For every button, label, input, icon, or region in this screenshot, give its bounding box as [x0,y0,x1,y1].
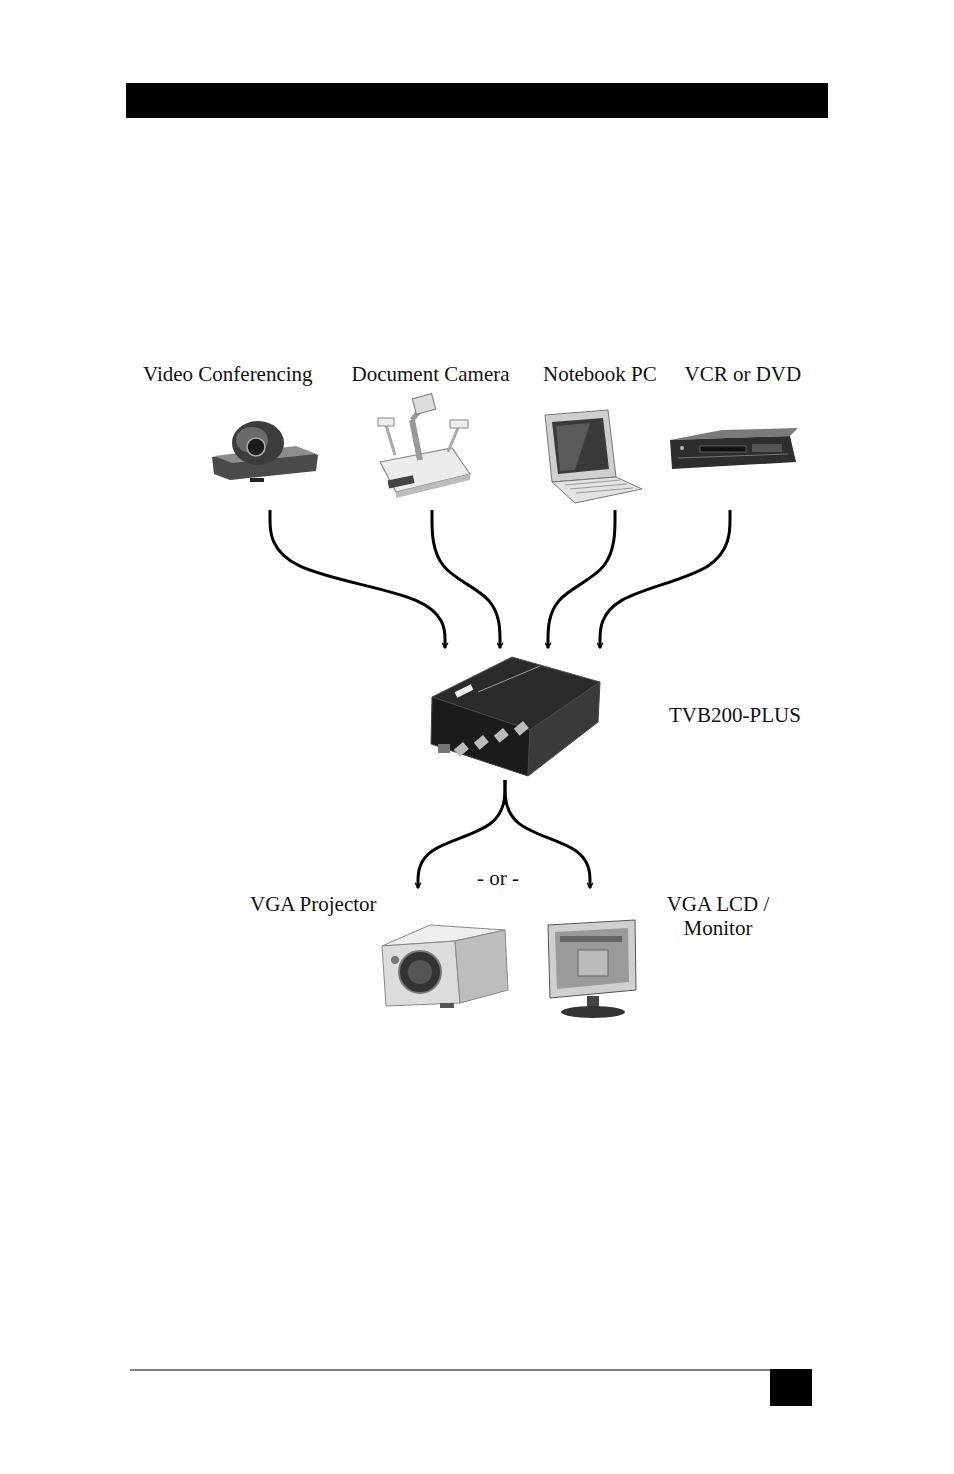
device-label: VCR or DVD [685,362,802,386]
signal-arrow [432,510,500,648]
vga-projector [382,925,508,1008]
signal-arrow [600,510,730,648]
document-camera [378,394,470,498]
vcr-dvd [670,428,798,469]
notebook-pc [545,410,642,503]
device-label: VGA Projector [250,892,377,916]
footer-rule [130,1369,812,1370]
vga-lcd-monitor [548,920,636,1018]
device-label: TVB200-PLUS [669,703,801,727]
device-node: VGA LCD / Monitor [540,890,805,1020]
signal-arrow [270,510,445,648]
device-node: Video Conferencing [133,362,323,510]
device-label: VGA LCD / Monitor [648,892,788,940]
device-label: Document Camera [352,362,510,386]
choice-label: - or - [474,866,522,891]
device-label: Video Conferencing [143,362,313,386]
signal-arrow [548,510,615,648]
device-node: Document Camera [341,362,521,510]
device-node: TVB200-PLUS [425,650,805,780]
device-node: VGA Projector [248,890,513,1010]
videoconf-camera [212,421,318,482]
device-label: Notebook PC [543,362,657,386]
tvb200-plus-unit [431,657,600,776]
page-tab [770,1369,812,1406]
device-node: Notebook PC [530,362,670,510]
header-bar [126,83,828,118]
device-node: VCR or DVD [673,362,813,510]
